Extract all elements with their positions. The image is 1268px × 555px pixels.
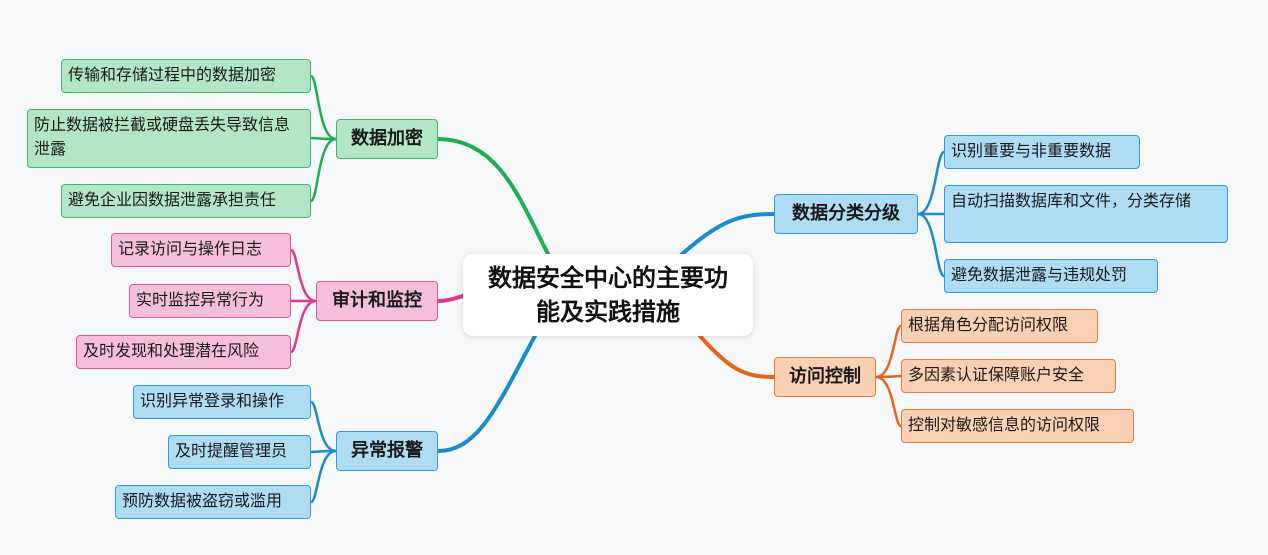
classification-item-2[interactable]: 自动扫描数据库和文件，分类存储 [944,185,1228,243]
connector-center-audit [436,294,465,303]
branch-alert[interactable]: 异常报警 [336,431,438,471]
branch-encryption[interactable]: 数据加密 [336,119,438,159]
connector-alert-item-1 [309,400,338,453]
connector-alert-item-3 [309,449,338,504]
connector-access-item-3 [874,375,903,428]
alert-item-1[interactable]: 识别异常登录和操作 [133,385,311,419]
access-item-1[interactable]: 根据角色分配访问权限 [901,309,1098,343]
audit-item-1[interactable]: 记录访问与操作日志 [111,233,291,267]
connector-center-alert [436,334,537,453]
connector-audit-item-1 [289,248,318,303]
connector-encryption-item-1 [309,74,338,141]
alert-item-3[interactable]: 预防数据被盗窃或滥用 [115,485,311,519]
classification-item-1[interactable]: 识别重要与非重要数据 [944,135,1140,169]
branch-encryption-label: 数据加密 [351,128,423,149]
connector-center-encryption [436,137,552,260]
branch-access-label: 访问控制 [789,366,861,387]
audit-item-2[interactable]: 实时监控异常行为 [129,284,291,318]
connector-classification-item-3 [916,212,946,278]
classification-item-3[interactable]: 避免数据泄露与违规处罚 [944,259,1158,293]
audit-item-3[interactable]: 及时发现和处理潜在风险 [76,335,291,369]
alert-item-2[interactable]: 及时提醒管理员 [168,435,311,469]
branch-access[interactable]: 访问控制 [774,357,876,397]
connector-classification-item-1 [916,150,946,216]
branch-audit[interactable]: 审计和监控 [316,281,438,321]
connector-center-access [698,334,776,379]
encryption-item-1[interactable]: 传输和存储过程中的数据加密 [61,59,311,93]
access-item-3[interactable]: 控制对敏感信息的访问权限 [901,409,1134,443]
encryption-item-2[interactable]: 防止数据被拦截或硬盘丢失导致信息泄露 [27,109,311,168]
connector-encryption-item-3 [309,137,338,203]
access-item-2[interactable]: 多因素认证保障账户安全 [901,359,1116,393]
branch-classification-label: 数据分类分级 [792,203,900,224]
connector-center-classification [678,212,776,258]
central-topic-text: 数据安全中心的主要功能及实践措施 [488,264,728,326]
connector-access-item-1 [874,324,903,379]
encryption-item-3[interactable]: 避免企业因数据泄露承担责任 [61,184,311,218]
connector-audit-item-3 [289,299,318,354]
branch-alert-label: 异常报警 [351,440,423,461]
branch-audit-label: 审计和监控 [332,290,422,311]
central-topic[interactable]: 数据安全中心的主要功能及实践措施 [463,254,753,336]
branch-classification[interactable]: 数据分类分级 [774,194,918,234]
